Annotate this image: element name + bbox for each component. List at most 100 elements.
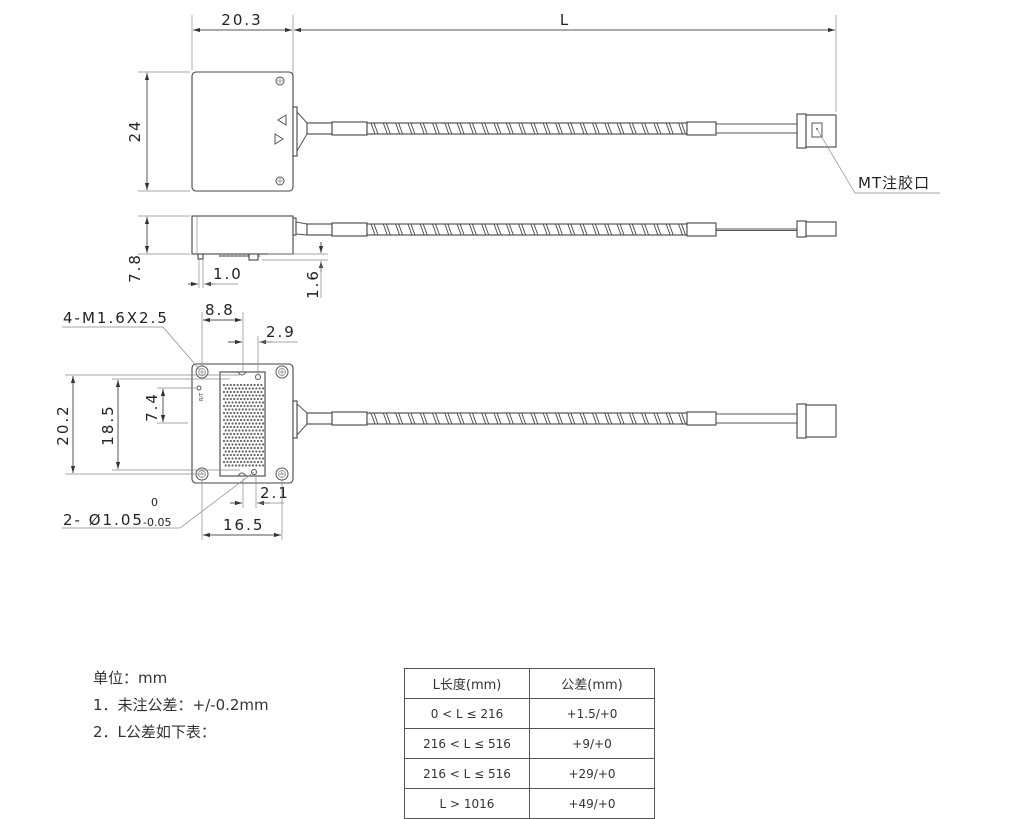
fiber-dot bbox=[234, 443, 237, 446]
spiral-stripe bbox=[382, 412, 391, 425]
cell-length: 216 < L ≤ 516 bbox=[404, 758, 530, 789]
spiral-stripe bbox=[382, 223, 391, 236]
fiber-dot bbox=[239, 418, 243, 422]
fiber-dot bbox=[260, 446, 263, 450]
fiber-dot bbox=[233, 418, 236, 422]
header-tolerance: 公差(mm) bbox=[529, 668, 655, 699]
spiral-stripes bbox=[370, 223, 687, 236]
cell-tolerance: +29/+0 bbox=[529, 758, 655, 789]
spiral-stripe bbox=[517, 122, 527, 135]
spiral-stripe bbox=[444, 412, 453, 425]
spiral-stripe bbox=[653, 122, 662, 135]
fiber-dot bbox=[253, 439, 256, 443]
fiber-dot bbox=[262, 401, 265, 404]
fiber-dot bbox=[253, 418, 256, 422]
fiber-dot bbox=[246, 418, 249, 422]
fiber-dot bbox=[231, 415, 234, 418]
fiber-dot bbox=[222, 453, 226, 457]
fiber-dot bbox=[239, 432, 243, 436]
fiber-dot bbox=[222, 418, 226, 422]
fiber-dot bbox=[239, 453, 243, 457]
fiber-dot bbox=[233, 383, 236, 387]
fiber-dot bbox=[236, 404, 239, 408]
fiber-dot bbox=[250, 390, 253, 394]
spiral-cable bbox=[366, 122, 688, 135]
fiber-dot bbox=[226, 390, 229, 394]
spiral-stripe bbox=[444, 122, 453, 135]
fiber-dot bbox=[236, 460, 239, 464]
fiber-dot bbox=[258, 436, 261, 439]
fiber-dot bbox=[229, 390, 232, 394]
fiber-dot bbox=[238, 415, 241, 418]
spiral-stripe bbox=[419, 412, 428, 425]
spiral-stripe bbox=[517, 223, 527, 236]
fiber-dot bbox=[258, 450, 261, 453]
spiral-stripe bbox=[640, 223, 650, 236]
spiral-cable bbox=[366, 223, 688, 236]
fiber-dot bbox=[236, 446, 239, 450]
fiber-dot bbox=[246, 439, 249, 443]
fiber-dot bbox=[233, 411, 236, 415]
fiber-dot bbox=[241, 401, 244, 404]
fiber-dot bbox=[228, 422, 231, 425]
spiral-stripe bbox=[542, 412, 551, 425]
spiral-stripe bbox=[431, 122, 441, 135]
fiber-dot bbox=[251, 464, 254, 467]
fiber-dot bbox=[248, 429, 251, 432]
fiber-dot bbox=[226, 432, 229, 436]
fiber-dot bbox=[258, 387, 261, 390]
fiber-dot bbox=[241, 436, 244, 439]
fiber-dot bbox=[224, 415, 227, 418]
spiral-stripe bbox=[456, 223, 465, 236]
dim-width-top: 20.3 bbox=[221, 11, 262, 29]
fiber-dot bbox=[250, 383, 253, 387]
fiber-dot bbox=[229, 383, 232, 387]
fiber-dot bbox=[251, 408, 254, 411]
top-view: 20.3 L 24 MT注胶口 bbox=[126, 11, 940, 194]
fiber-dot bbox=[260, 418, 263, 422]
spiral-stripe bbox=[370, 122, 379, 135]
fiber-dot bbox=[260, 411, 263, 415]
fiber-dot bbox=[248, 387, 251, 390]
cell-tolerance: +9/+0 bbox=[529, 728, 655, 759]
fiber-dot bbox=[241, 422, 244, 425]
fiber-dot bbox=[228, 457, 231, 460]
hole-tol-lower: -0.05 bbox=[143, 516, 171, 529]
dim-pin-width: 1.0 bbox=[213, 265, 243, 283]
fiber-dot bbox=[241, 429, 244, 432]
fiber-dot bbox=[253, 446, 256, 450]
fiber-dot bbox=[229, 397, 232, 401]
fiber-dot bbox=[250, 446, 253, 450]
fiber-dot bbox=[255, 436, 258, 439]
fiber-dot bbox=[224, 464, 227, 467]
fiber-dot bbox=[222, 390, 226, 394]
fiber-dot bbox=[226, 383, 229, 387]
fiber-dot bbox=[226, 418, 229, 422]
fiber-dot bbox=[245, 422, 248, 425]
fiber-dot bbox=[256, 383, 260, 387]
dim-rt-offset: 7.4 bbox=[143, 392, 161, 422]
fiber-dot bbox=[233, 460, 236, 464]
fiber-dot bbox=[231, 436, 234, 439]
spiral-stripe bbox=[579, 412, 588, 425]
fiber-dot bbox=[226, 404, 229, 408]
dim-length: L bbox=[560, 11, 570, 29]
fiber-dot bbox=[228, 387, 231, 390]
fiber-dot bbox=[236, 383, 239, 387]
fiber-dot bbox=[248, 464, 251, 467]
spiral-stripe bbox=[419, 223, 428, 236]
fiber-dot bbox=[253, 404, 256, 408]
spiral-stripe bbox=[530, 122, 539, 135]
fiber-dot bbox=[248, 401, 251, 404]
fiber-dot bbox=[262, 457, 265, 460]
spiral-stripe bbox=[456, 412, 465, 425]
fiber-dot bbox=[258, 457, 261, 460]
fiber-dot bbox=[250, 397, 253, 401]
spiral-stripe bbox=[640, 122, 650, 135]
fiber-dot bbox=[241, 450, 244, 453]
fiber-dot bbox=[250, 432, 253, 436]
fiber-dot bbox=[251, 422, 254, 425]
fiber-dot bbox=[231, 408, 234, 411]
fiber-dot bbox=[246, 390, 249, 394]
screw-icon bbox=[275, 76, 285, 86]
